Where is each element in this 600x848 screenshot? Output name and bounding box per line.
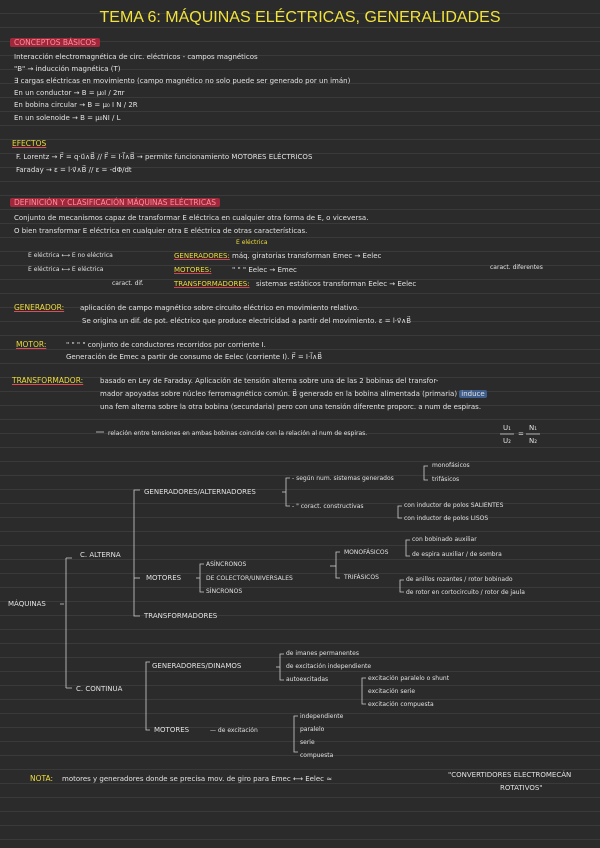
nota-label: NOTA: bbox=[30, 774, 54, 783]
transformador-relation: relación entre tensiones en ambas bobina… bbox=[108, 430, 368, 437]
definicion-left-note: caract. dif. bbox=[112, 280, 144, 287]
tree-mono-bobinado-auxiliar: con bobinado auxiliar bbox=[412, 536, 477, 543]
tree-gen-alternadores: GENERADORES/ALTERNADORES bbox=[144, 488, 256, 496]
tree-exc-serie: serie bbox=[300, 739, 315, 746]
tree-colector-universales: DE COLECTOR/UNIVERSALES bbox=[206, 575, 293, 582]
tree-dinamo-autoexcitadas: autoexcitadas bbox=[286, 676, 329, 683]
tree-dinamo-shunt: excitación paralelo o shunt bbox=[368, 675, 450, 682]
tree-sincronos: SÍNCRONOS bbox=[206, 588, 243, 595]
tree-motores-ca: MOTORES bbox=[146, 574, 182, 582]
transformador-line-1: basado en Ley de Faraday. Aplicación de … bbox=[100, 377, 439, 385]
generador-line-1: aplicación de campo magnético sobre circ… bbox=[80, 304, 360, 312]
tree-gen-alt-lisos: con inductor de polos LISOS bbox=[404, 515, 489, 522]
transformadores-label: TRANSFORMADORES: bbox=[174, 280, 250, 288]
section-heading-definicion: DEFINICIÓN Y CLASIFICACIÓN MÁQUINAS ELÉC… bbox=[10, 198, 220, 208]
efecto-line-1: F. Lorentz → F⃗ = q·u⃗∧B⃗ // F⃗ = I·l⃗∧B… bbox=[16, 153, 313, 161]
tree-mono-espira-sombra: de espira auxiliar / de sombra bbox=[412, 551, 502, 558]
tree-exc-compuesta: compuesta bbox=[300, 752, 334, 759]
transformador-line-2: mador apoyadas sobre núcleo ferromagnéti… bbox=[100, 390, 487, 398]
formula-n1: N₁ bbox=[528, 424, 538, 432]
formula-u2: U₂ bbox=[503, 437, 511, 445]
motor-line-1: " " " " conjunto de conductores recorrid… bbox=[66, 341, 266, 349]
formula-n2: N₂ bbox=[528, 437, 538, 445]
motor-label: MOTOR: bbox=[16, 340, 47, 349]
tree-c-continua: C. CONTINUA bbox=[76, 685, 123, 693]
transformador-label: TRANSFORMADOR: bbox=[12, 376, 84, 385]
concepto-line-6: En un solenoide → B = μ₀NI / L bbox=[14, 114, 121, 122]
tree-c-alterna: C. ALTERNA bbox=[80, 551, 121, 559]
concepto-line-2: "B" → inducción magnética (T) bbox=[14, 65, 121, 73]
tree-gen-dinamos: GENERADORES/DINAMOS bbox=[152, 662, 242, 670]
generador-line-2: Se origina un dif. de pot. eléctrico que… bbox=[82, 317, 412, 325]
tree-gen-alt-monofasicos: monofásicos bbox=[432, 462, 470, 469]
nota-text: motores y generadores donde se precisa m… bbox=[62, 775, 333, 783]
formula-u1: U₁ bbox=[503, 424, 511, 432]
motores-text: " " " Eelec → Emec bbox=[232, 266, 297, 274]
section-heading-conceptos: CONCEPTOS BÁSICOS bbox=[10, 38, 101, 48]
concepto-line-5: En bobina circular → B = μ₀ I N / 2R bbox=[14, 101, 138, 109]
concepto-line-3: ∃ cargas eléctricas en movimiento (campo… bbox=[14, 77, 351, 85]
tree-exc-paralelo: paralelo bbox=[300, 726, 325, 733]
tree-dinamo-serie: excitación serie bbox=[368, 688, 416, 695]
motor-line-2: Generación de Emec a partir de consumo d… bbox=[66, 353, 323, 361]
tree-dinamo-compuesta: excitación compuesta bbox=[368, 701, 434, 708]
nota-quote-1: "CONVERTIDORES ELECTROMECÁN bbox=[448, 771, 572, 779]
tree-gen-alt-salientes: con inductor de polos SALIENTES bbox=[404, 502, 504, 509]
definicion-line-2: O bien transformar E eléctrica en cualqu… bbox=[14, 227, 308, 235]
page-title: TEMA 6: MÁQUINAS ELÉCTRICAS, GENERALIDAD… bbox=[99, 9, 501, 26]
tree-transformadores: TRANSFORMADORES bbox=[144, 612, 218, 620]
nota-quote-2: ROTATIVOS" bbox=[500, 784, 543, 792]
tree-dinamo-imanes: de imanes permanentes bbox=[286, 650, 359, 657]
tree-dinamo-independiente: de excitación independiente bbox=[286, 663, 372, 670]
tree-motores-cc-excitacion: — de excitación bbox=[210, 727, 258, 734]
tree-exc-independiente: independiente bbox=[300, 713, 344, 720]
motores-label: MOTORES: bbox=[174, 266, 212, 274]
concepto-line-4: En un conductor → B = μ₀I / 2πr bbox=[14, 89, 125, 97]
tree-monofasicos: MONOFÁSICOS bbox=[344, 549, 389, 556]
generadores-label: GENERADORES: bbox=[174, 252, 230, 260]
tree-gen-alt-criterio-1: - según num. sistemas generados bbox=[292, 475, 394, 482]
formula-equals: = bbox=[518, 430, 524, 438]
efecto-line-2: Faraday → ε = l·v⃗∧B⃗ // ε = -dΦ/dt bbox=[16, 166, 132, 174]
tree-root-maquinas: MÁQUINAS bbox=[8, 600, 46, 608]
tree-gen-alt-criterio-2: - " coract. constructivas bbox=[292, 503, 364, 510]
concepto-line-1: Interacción electromagnética de circ. el… bbox=[14, 53, 258, 61]
generadores-text: máq. giratorias transforman Emec → Eelec bbox=[232, 252, 382, 260]
definicion-note-top: E eléctrica bbox=[236, 239, 268, 246]
transformador-line-3: una fem alterna sobre la otra bobina (se… bbox=[100, 403, 482, 411]
tree-asincronos: ASÍNCRONOS bbox=[206, 561, 247, 568]
definicion-right-note: caract. diferentes bbox=[490, 264, 543, 271]
tree-tri-anillos-rozantes: de anillos rozantes / rotor bobinado bbox=[406, 576, 513, 583]
tree-motores-cc: MOTORES bbox=[154, 726, 190, 734]
definicion-left-row-1: E eléctrica ⟷ E no eléctrica bbox=[28, 252, 113, 259]
tree-tri-rotor-jaula: de rotor en cortocircuito / rotor de jau… bbox=[406, 589, 525, 596]
generador-label: GENERADOR: bbox=[14, 303, 65, 312]
transformadores-text: sistemas estáticos transforman Eelec → E… bbox=[256, 280, 417, 288]
tree-trifasicos: TRIFÁSICOS bbox=[344, 574, 379, 581]
definicion-line-1: Conjunto de mecanismos capaz de transfor… bbox=[14, 214, 369, 222]
section-heading-efectos: EFECTOS bbox=[12, 139, 47, 148]
definicion-left-row-2: E eléctrica ⟷ E eléctrica bbox=[28, 266, 104, 273]
tree-gen-alt-trifasicos: trifásicos bbox=[432, 476, 460, 483]
